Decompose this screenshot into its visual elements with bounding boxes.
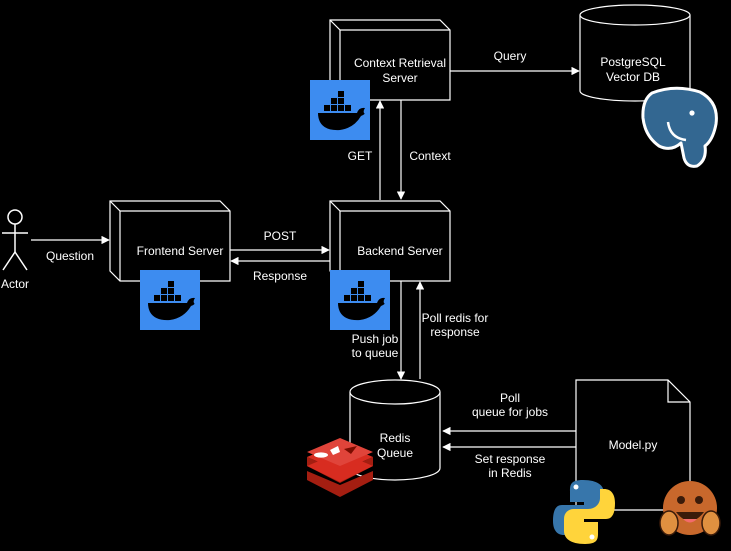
context-retrieval-label-line1: Context Retrieval xyxy=(354,56,446,70)
edge-response-label: Response xyxy=(253,269,307,283)
edge-context-label: Context xyxy=(409,149,451,163)
edge-poll-queue-label-line2: queue for jobs xyxy=(472,405,548,419)
edge-set-response-label-line2: in Redis xyxy=(488,466,531,480)
edge-poll-redis-label-line1: Poll redis for xyxy=(422,311,489,325)
context-retrieval-server-node: Context Retrieval Server xyxy=(329,19,451,101)
edge-query-label: Query xyxy=(494,49,527,63)
actor-label: Actor xyxy=(1,277,29,291)
edge-post-label: POST xyxy=(264,229,297,243)
docker-icon xyxy=(310,80,370,140)
frontend-server-label: Frontend Server xyxy=(137,244,224,258)
docker-icon xyxy=(330,270,390,330)
frontend-server-node: Frontend Server xyxy=(109,200,231,282)
actor: Actor xyxy=(1,209,29,291)
edge-poll-queue-label-line1: Poll xyxy=(500,391,520,405)
edge-question-label: Question xyxy=(46,249,94,263)
model-py-node: Model.py xyxy=(575,379,691,511)
edge-push-job-label-line2: to queue xyxy=(352,346,399,360)
postgresql-label-line2: Vector DB xyxy=(606,70,660,84)
connectors xyxy=(31,66,580,452)
python-icon xyxy=(553,480,615,544)
edge-labels: Question POST Response GET Context Query… xyxy=(46,49,548,480)
model-py-label: Model.py xyxy=(609,438,658,452)
redis-label-line2: Queue xyxy=(377,446,413,460)
backend-server-label: Backend Server xyxy=(357,244,442,258)
edge-set-response-label-line1: Set response xyxy=(475,452,546,466)
edge-push-job-label-line1: Push job xyxy=(352,332,399,346)
postgresql-elephant-icon xyxy=(641,86,718,168)
edge-poll-redis-label-line2: response xyxy=(430,325,480,339)
postgresql-label-line1: PostgreSQL xyxy=(600,55,666,69)
redis-label-line1: Redis xyxy=(380,431,411,445)
hugging-face-icon xyxy=(659,481,721,536)
docker-icon xyxy=(140,270,200,330)
postgresql-vector-db-node: PostgreSQL Vector DB xyxy=(579,4,691,102)
edge-get-label: GET xyxy=(348,149,373,163)
actor-stick-figure xyxy=(2,209,28,271)
context-retrieval-label-line2: Server xyxy=(382,71,417,85)
redis-icon xyxy=(307,438,373,497)
backend-server-node: Backend Server xyxy=(329,200,451,282)
